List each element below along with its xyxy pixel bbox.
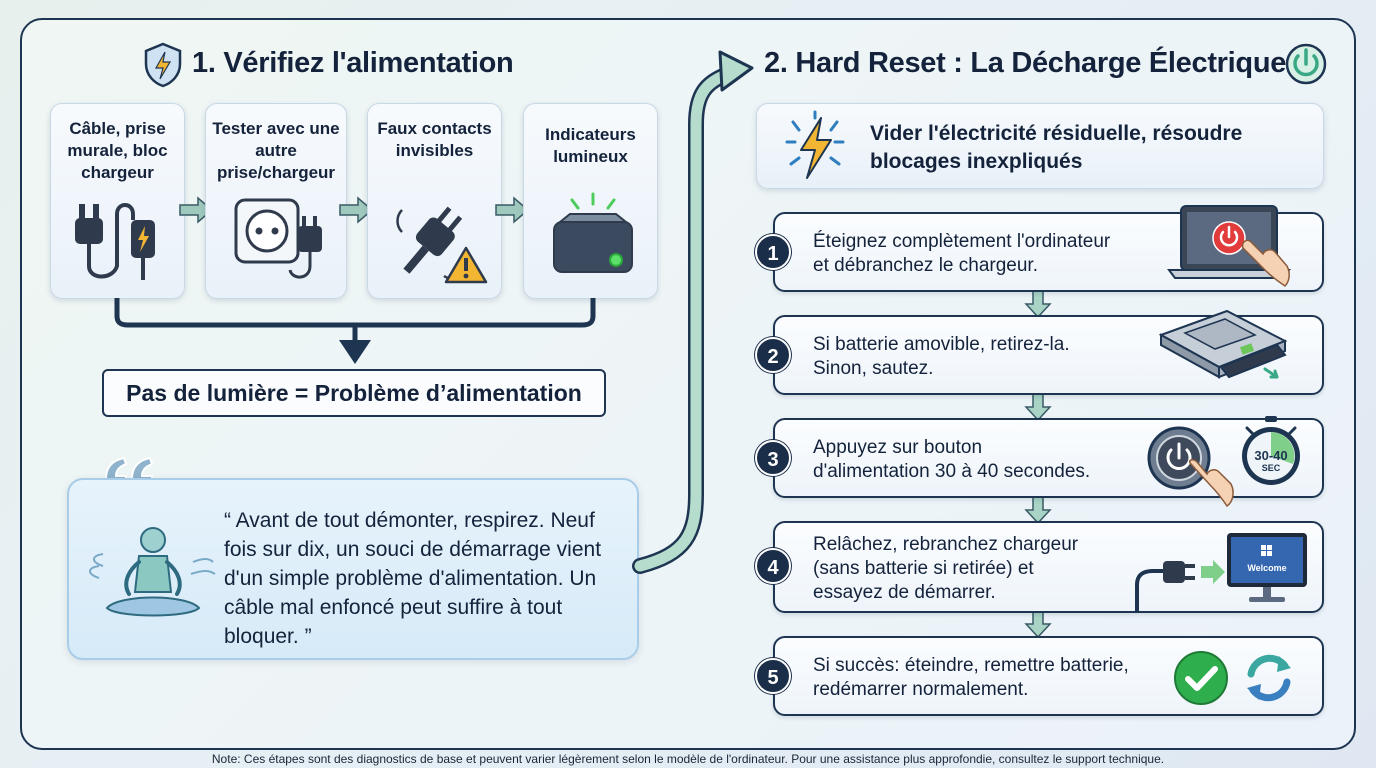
monitor-welcome-icon: Welcome <box>1227 533 1307 602</box>
power-problem-result: Pas de lumière = Problème d’alimentation <box>102 369 606 417</box>
banner-text: Vider l'électricité résiduelle, résoudre… <box>870 122 1243 173</box>
step-number-badge: 1 <box>755 234 791 270</box>
laptop-power-press-icon <box>1167 205 1291 287</box>
wall-socket-icon <box>234 198 322 279</box>
stopwatch-timer-icon: 30-40 SEC <box>1242 416 1300 485</box>
step-arrow-icon <box>1024 495 1052 525</box>
step-3: Appuyez sur bouton d'alimentation 30 à 4… <box>773 416 1324 508</box>
step-arrow-icon <box>1024 289 1052 319</box>
card-label: Faux contacts invisibles <box>377 119 492 160</box>
section2-title: 2. Hard Reset : La Décharge Électrique <box>764 47 1287 79</box>
quote-text: “ Avant de tout démonter, respirez. Neuf… <box>224 509 602 648</box>
arrow-right-icon <box>495 196 530 224</box>
plug-cable-charger-icon <box>75 203 155 280</box>
step-text: Si succès: éteindre, remettre batterie, … <box>813 655 1129 700</box>
timer-label-bottom: SEC <box>1262 463 1281 473</box>
refresh-icon <box>1247 654 1291 702</box>
check-card-contacts: Faux contacts invisibles <box>367 103 502 299</box>
lightning-bolt-icon <box>785 110 845 179</box>
hard-reset-banner: Vider l'électricité résiduelle, résoudre… <box>756 103 1324 189</box>
step-text: Éteignez complètement l'ordinateur et dé… <box>813 231 1111 276</box>
bracket-connector <box>114 298 596 364</box>
check-success-icon <box>1174 651 1228 705</box>
monitor-welcome-label: Welcome <box>1247 563 1286 573</box>
quote-box: “ Avant de tout démonter, respirez. Neuf… <box>67 478 639 660</box>
card-label: Câble, prise murale, bloc chargeur <box>67 119 168 182</box>
section1-title: 1. Vérifiez l'alimentation <box>192 47 514 79</box>
shield-bolt-icon <box>144 42 182 88</box>
step-number-badge: 4 <box>755 548 791 584</box>
step-number-badge: 2 <box>755 337 791 373</box>
power-indicator-light-icon <box>553 192 633 273</box>
plug-connector-icon <box>1135 560 1225 613</box>
laptop-battery-removal-icon <box>1158 309 1288 379</box>
step-text: Si batterie amovible, retirez-la. Sinon,… <box>813 334 1070 379</box>
step-2: Si batterie amovible, retirez-la. Sinon,… <box>773 309 1324 395</box>
step-4: Relâchez, rebranchez chargeur (sans batt… <box>773 521 1324 613</box>
curved-arrow-connector <box>632 50 754 574</box>
check-card-cable: Câble, prise murale, bloc chargeur <box>50 103 185 299</box>
check-card-socket: Tester avec une autre prise/chargeur <box>205 103 347 299</box>
card-label: Indicateurs lumineux <box>545 125 636 166</box>
timer-label-top: 30-40 <box>1254 448 1287 463</box>
step-number-badge: 5 <box>755 658 791 694</box>
step-arrow-icon <box>1024 609 1052 639</box>
step-text: Appuyez sur bouton d'alimentation 30 à 4… <box>813 437 1091 482</box>
step-1: Éteignez complètement l'ordinateur et dé… <box>773 205 1324 292</box>
step-text: Relâchez, rebranchez chargeur (sans batt… <box>813 534 1079 603</box>
card-label: Tester avec une autre prise/chargeur <box>212 119 340 182</box>
step-number-badge: 3 <box>755 440 791 476</box>
meditating-person-icon <box>89 527 216 617</box>
footer-note: Note: Ces étapes sont des diagnostics de… <box>211 752 1165 766</box>
arrow-right-icon <box>339 196 374 224</box>
step-arrow-icon <box>1024 392 1052 422</box>
loose-plug-warning-icon <box>396 206 488 284</box>
power-button-press-icon <box>1147 426 1234 508</box>
check-card-indicators: Indicateurs lumineux <box>523 103 658 299</box>
step-5: Si succès: éteindre, remettre batterie, … <box>773 636 1324 716</box>
power-icon <box>1285 43 1327 85</box>
